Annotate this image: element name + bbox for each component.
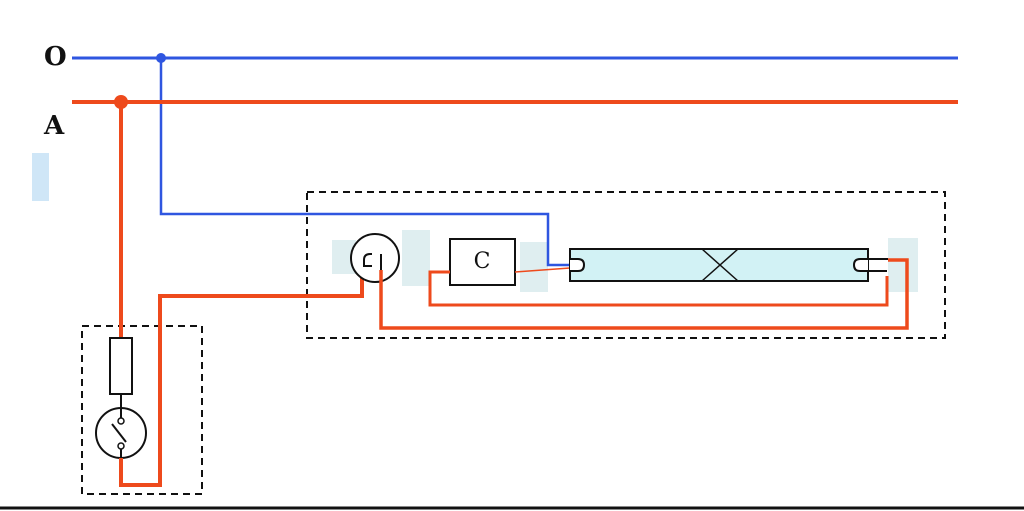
capacitor-label: C (474, 249, 491, 274)
tube-left-electrode (570, 258, 586, 272)
phase-line-label: A (44, 111, 65, 141)
switch-pivot (117, 417, 125, 425)
switched-phase-wire (119, 276, 364, 487)
neutral-branch-wire (159, 58, 570, 267)
highlight-mark (520, 242, 548, 292)
switch-contact (117, 442, 125, 450)
fuse-symbol (109, 337, 133, 395)
highlight-mark (32, 153, 49, 201)
tube-right-electrode (852, 258, 868, 272)
switch-panel-box (81, 325, 203, 495)
lamp-fixture-box (306, 191, 946, 339)
capacitor-to-tube-wire (514, 267, 571, 273)
neutral-line-label: O (44, 42, 67, 72)
ballast-symbol (350, 233, 400, 283)
capacitor-symbol (449, 238, 516, 286)
ballast-to-tube-wire (379, 258, 909, 330)
switch-lever (111, 423, 127, 443)
capacitor-return-wire (428, 270, 889, 307)
highlight-mark (888, 238, 918, 292)
highlight-mark (402, 230, 430, 286)
tube-mark (701, 248, 739, 282)
ballast-terminal (363, 253, 372, 267)
